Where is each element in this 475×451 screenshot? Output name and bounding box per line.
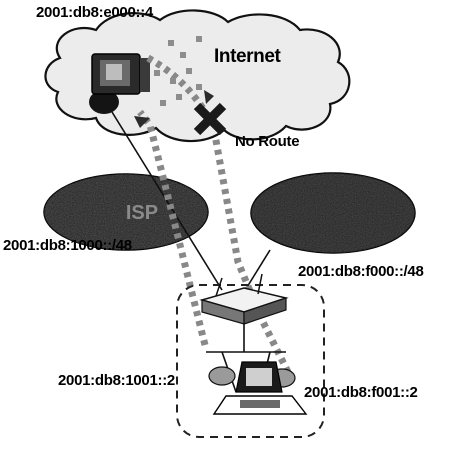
server-computer-icon xyxy=(89,53,150,114)
no-route-label: No Route xyxy=(235,133,299,150)
scattered-packets xyxy=(154,36,202,106)
isp-left-ellipse: ISP xyxy=(43,173,209,251)
router-icon xyxy=(199,273,289,325)
host-address-left-label: 2001:db8:1001::2 xyxy=(58,372,175,389)
no-route-x-icon xyxy=(193,102,227,136)
isp-left-label: ISP xyxy=(126,202,158,224)
internet-cloud xyxy=(44,9,351,143)
isp-right-prefix-label: 2001:db8:f000::/48 xyxy=(298,263,424,280)
host-address-right-label: 2001:db8:f001::2 xyxy=(304,384,418,401)
server-address-label: 2001:db8:e000::4 xyxy=(36,4,154,21)
isp-right-ellipse xyxy=(250,172,416,254)
laptop-icon xyxy=(212,361,308,415)
internet-label: Internet xyxy=(214,46,282,67)
isp-left-prefix-label: 2001:db8:1000::/48 xyxy=(3,237,132,254)
small-arrow-icons xyxy=(134,90,214,128)
